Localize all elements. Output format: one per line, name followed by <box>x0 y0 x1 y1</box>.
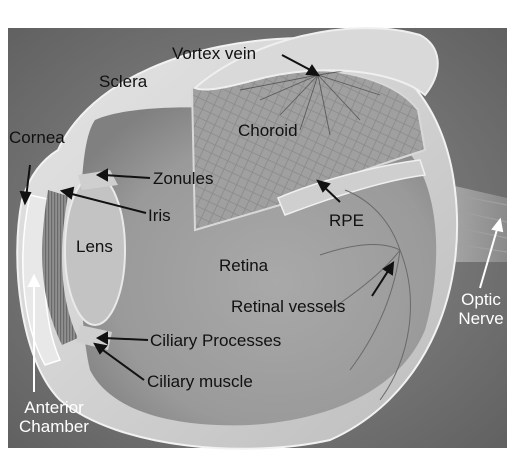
label-lens: Lens <box>76 237 113 256</box>
label-iris: Iris <box>148 206 171 225</box>
label-ciliary-processes: Ciliary Processes <box>150 331 281 350</box>
label-optic-nerve: Optic Nerve <box>450 290 512 328</box>
label-anterior-chamber: Anterior Chamber <box>8 398 100 436</box>
label-anterior-chamber-line1: Anterior <box>8 398 100 417</box>
label-choroid: Choroid <box>238 121 298 140</box>
label-retinal-vessels: Retinal vessels <box>231 297 345 316</box>
label-vortex-vein: Vortex vein <box>172 44 256 63</box>
label-optic-nerve-line1: Optic <box>450 290 512 309</box>
label-retina: Retina <box>219 256 268 275</box>
label-anterior-chamber-line2: Chamber <box>8 417 100 436</box>
label-cornea: Cornea <box>9 128 65 147</box>
label-sclera: Sclera <box>99 72 147 91</box>
label-zonules: Zonules <box>153 169 213 188</box>
label-optic-nerve-line2: Nerve <box>450 309 512 328</box>
label-ciliary-muscle: Ciliary muscle <box>147 372 253 391</box>
label-rpe: RPE <box>329 211 364 230</box>
